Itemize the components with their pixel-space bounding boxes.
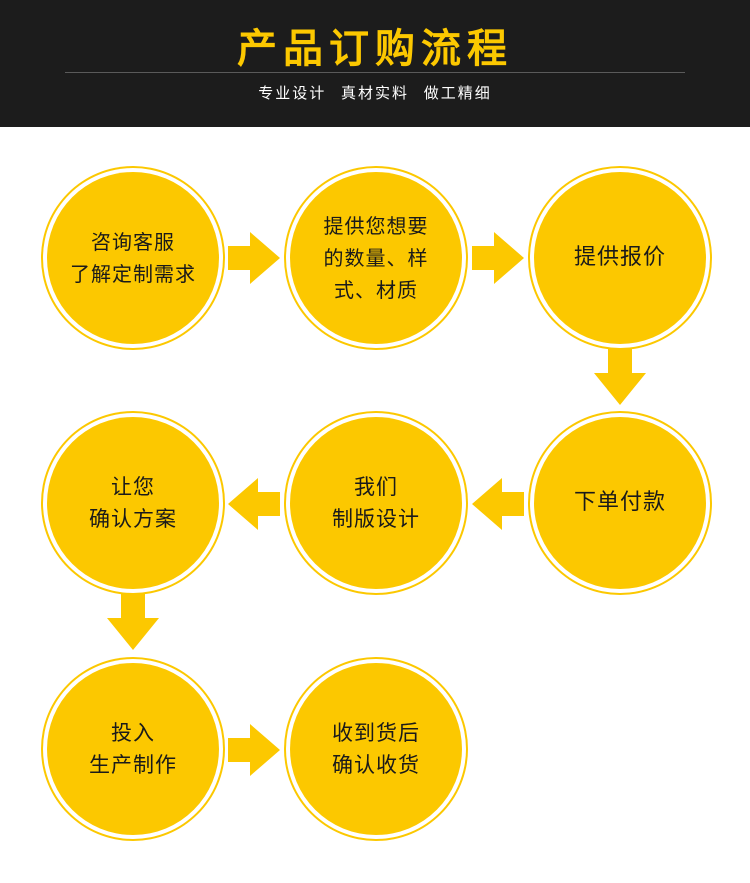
- page-title: 产品订购流程: [237, 26, 513, 72]
- step-6-circle: 让您 确认方案: [47, 417, 219, 589]
- arrow-left-icon: [228, 478, 280, 530]
- step-1-line-1: 咨询客服: [91, 230, 175, 254]
- arrow-right-icon: [228, 724, 280, 776]
- arrow-down-icon: [594, 349, 646, 405]
- step-6-line-1: 让您: [111, 475, 155, 499]
- arrow-right-icon: [472, 232, 524, 284]
- arrow-right-icon: [228, 232, 280, 284]
- step-4-line-1: 下单付款: [573, 490, 666, 515]
- step-3-circle: 提供报价: [534, 172, 706, 344]
- step-6-text: 让您 确认方案: [89, 471, 177, 535]
- step-7-text: 投入 生产制作: [89, 717, 177, 781]
- header-bar: 产品订购流程 专业设计 真材实料 做工精细: [0, 0, 750, 127]
- arrow-down-icon: [107, 594, 159, 650]
- step-7-line-2: 生产制作: [89, 753, 177, 777]
- step-5-line-2: 制版设计: [332, 507, 420, 531]
- arrow-left-icon: [472, 478, 524, 530]
- header-divider: [65, 72, 685, 73]
- step-8-line-1: 收到货后: [332, 721, 420, 745]
- step-2-line-2: 的数量、样: [323, 246, 429, 270]
- step-4-text: 下单付款: [574, 487, 666, 519]
- step-3-text: 提供报价: [574, 242, 666, 274]
- page-subtitle: 专业设计 真材实料 做工精细: [258, 84, 492, 102]
- step-8-line-2: 确认收货: [332, 753, 420, 777]
- step-2-text: 提供您想要 的数量、样 式、材质: [324, 210, 429, 306]
- step-6-line-2: 确认方案: [89, 507, 177, 531]
- step-5-line-1: 我们: [354, 475, 398, 499]
- step-3-line-1: 提供报价: [573, 245, 666, 270]
- step-1-text: 咨询客服 了解定制需求: [70, 226, 196, 290]
- step-8-circle: 收到货后 确认收货: [290, 663, 462, 835]
- step-2-line-3: 式、材质: [334, 278, 418, 302]
- step-1-line-2: 了解定制需求: [70, 262, 196, 286]
- step-2-circle: 提供您想要 的数量、样 式、材质: [290, 172, 462, 344]
- step-7-line-1: 投入: [111, 721, 155, 745]
- step-7-circle: 投入 生产制作: [47, 663, 219, 835]
- step-5-text: 我们 制版设计: [332, 471, 420, 535]
- step-2-line-1: 提供您想要: [323, 214, 429, 238]
- step-1-circle: 咨询客服 了解定制需求: [47, 172, 219, 344]
- step-4-circle: 下单付款: [534, 417, 706, 589]
- step-8-text: 收到货后 确认收货: [332, 717, 420, 781]
- step-5-circle: 我们 制版设计: [290, 417, 462, 589]
